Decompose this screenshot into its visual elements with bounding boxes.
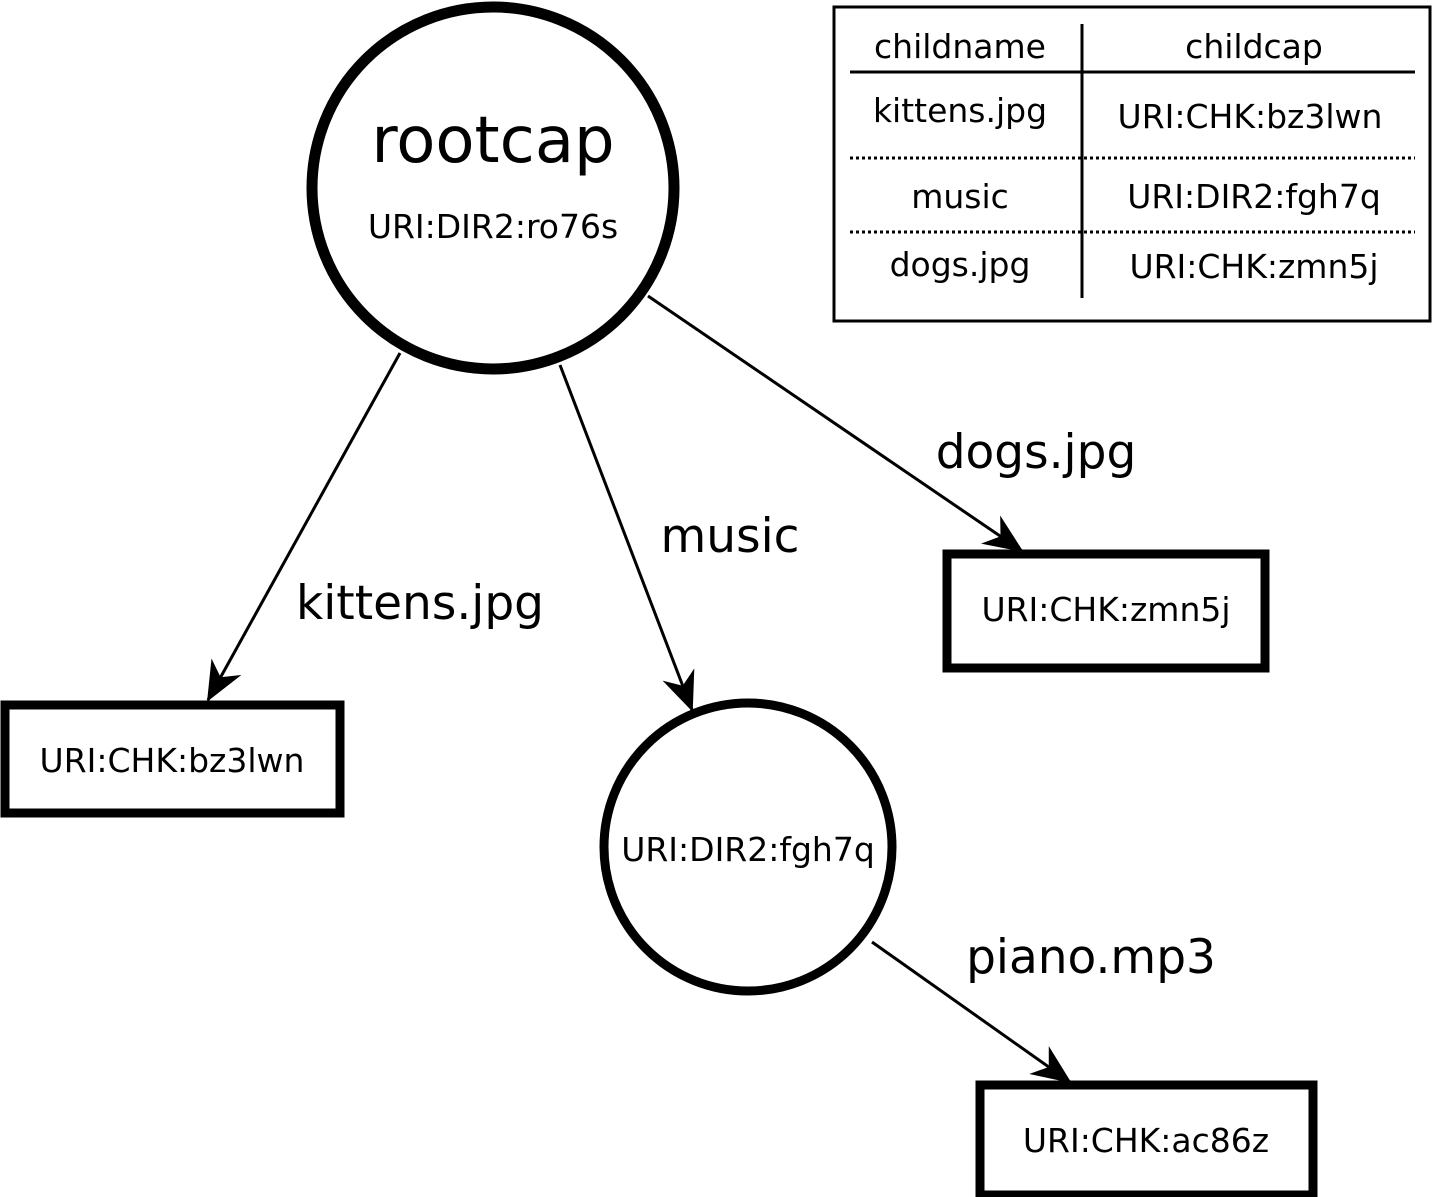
table-cell-childcap: URI:DIR2:fgh7q: [1127, 177, 1381, 216]
root-node-title: rootcap: [371, 104, 614, 178]
music-node-cap: URI:DIR2:fgh7q: [621, 830, 875, 869]
directory-table: childname childcap kittens.jpg URI:CHK:b…: [832, 5, 1432, 323]
table-cell-childname: dogs.jpg: [890, 245, 1031, 284]
table-header-childname: childname: [874, 27, 1046, 66]
table-cell-childname: music: [911, 177, 1009, 216]
edge-arrow-piano: [871, 940, 1072, 1084]
table-cell-childcap: URI:CHK:bz3lwn: [1118, 97, 1383, 136]
edge-arrow-music: [558, 364, 695, 712]
edge-label-music: music: [661, 509, 800, 564]
root-node-circle: [306, 1, 680, 375]
edge-arrow-dogs: [647, 294, 1024, 553]
piano-file-cap: URI:CHK:ac86z: [1023, 1121, 1269, 1160]
dogs-file-box: [942, 549, 1270, 673]
table-cell-childname: kittens.jpg: [873, 91, 1047, 130]
edge-arrow-kittens: [206, 352, 402, 702]
piano-file-box: [975, 1080, 1318, 1197]
kittens-file-cap: URI:CHK:bz3lwn: [40, 741, 305, 780]
table-border: [832, 5, 1432, 323]
table-header-childcap: childcap: [1185, 27, 1323, 66]
table-cell-childcap: URI:CHK:zmn5j: [1129, 247, 1378, 286]
kittens-file-box: [0, 700, 345, 818]
music-node-circle: [599, 698, 897, 996]
edge-label-dogs: dogs.jpg: [936, 425, 1137, 480]
edge-label-piano: piano.mp3: [966, 930, 1216, 985]
dogs-file-cap: URI:CHK:zmn5j: [981, 590, 1230, 629]
edge-label-kittens: kittens.jpg: [296, 576, 544, 631]
root-node-cap: URI:DIR2:ro76s: [368, 207, 618, 246]
